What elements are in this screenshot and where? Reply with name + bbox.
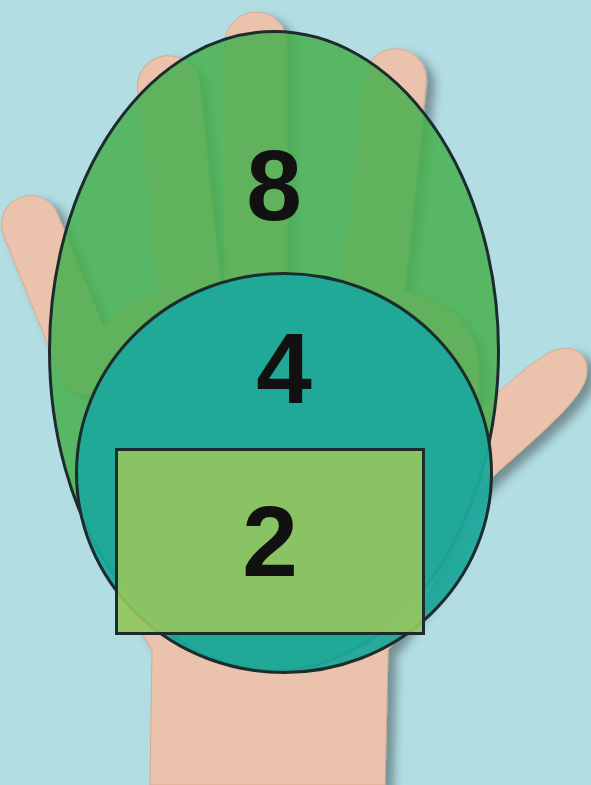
outer-ellipse: 842 bbox=[48, 30, 500, 672]
inner-circle: 42 bbox=[75, 272, 493, 674]
region-number: 4 bbox=[75, 318, 493, 418]
region-number: 8 bbox=[48, 135, 500, 235]
hand-shape bbox=[0, 12, 587, 785]
region-number: 2 bbox=[115, 491, 425, 591]
inner-rectangle: 2 bbox=[115, 448, 425, 635]
